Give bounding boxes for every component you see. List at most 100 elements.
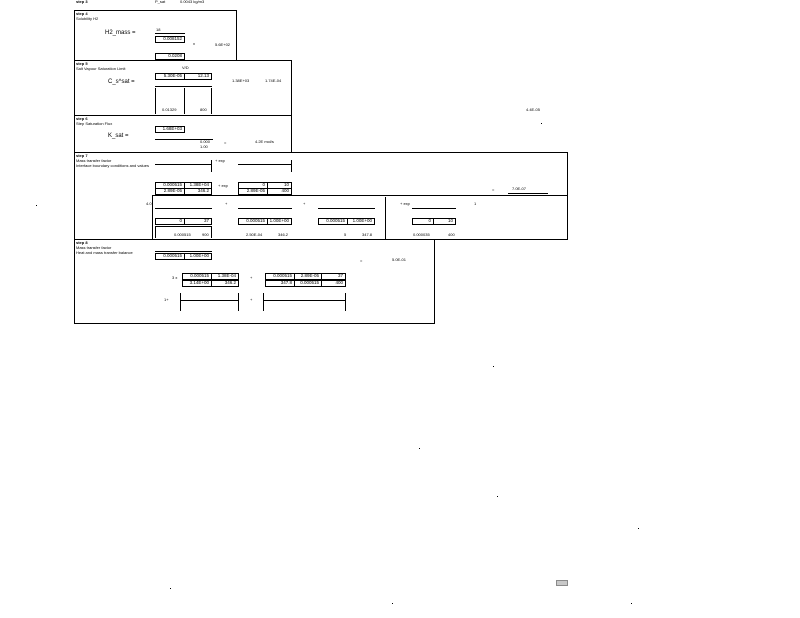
step5-label: step 5 bbox=[76, 61, 88, 66]
step7-equals: = bbox=[492, 187, 495, 192]
bracket-line bbox=[238, 293, 239, 311]
bracket-line bbox=[211, 160, 212, 172]
step4-note: x bbox=[193, 41, 195, 46]
step7-desc-2: Interface boundary conditions and values bbox=[76, 163, 149, 168]
step8-multiplier: 3 x bbox=[172, 275, 178, 280]
step5-mid-value: 1.38E+03 bbox=[232, 78, 250, 83]
dot bbox=[631, 603, 632, 604]
fraction-bar bbox=[508, 193, 548, 194]
row-divider bbox=[155, 226, 212, 227]
step7-row2-cell-7: 0 bbox=[412, 218, 434, 225]
step6-cell-2: 0.000 bbox=[200, 139, 211, 144]
step6-cell-3: 1.00 bbox=[200, 144, 208, 149]
fraction-bar bbox=[155, 33, 185, 34]
step7-op: + bbox=[225, 201, 228, 206]
step5-symbol: C_s^sat = bbox=[108, 79, 135, 85]
step8-box2-cell-c: 37 bbox=[321, 273, 346, 280]
step7-row2-cell-8: 10 bbox=[433, 218, 456, 225]
bracket-line bbox=[385, 197, 386, 240]
bracket-line bbox=[263, 293, 264, 311]
step4-symbol: H2_mass = bbox=[105, 30, 136, 36]
step7-row2-cell-2: 37 bbox=[184, 218, 212, 225]
bracket-line bbox=[155, 88, 156, 114]
step7-row2-cell-6: 1.00E+00 bbox=[347, 218, 375, 225]
fraction-bar bbox=[318, 208, 375, 209]
step8-box1-cell-c: 3.14E+00 bbox=[182, 280, 212, 287]
step7-cell-r2a: 2.89E-05 bbox=[155, 188, 185, 195]
step4-value-cell: 0.008152 bbox=[155, 36, 185, 43]
far-right-value: 4.4E-05 bbox=[526, 107, 541, 112]
dot bbox=[36, 205, 37, 206]
step6-cell-1: 1.68E+03 bbox=[155, 126, 185, 133]
step8-box2-cell-d: 347.8 bbox=[265, 280, 295, 287]
step8-box2-cell-b: 2.89E-05 bbox=[294, 273, 322, 280]
step7-exp: + exp bbox=[218, 183, 228, 188]
step5-bottom-value-2: 800 bbox=[200, 107, 207, 112]
step7-row3-cell-5: 5 bbox=[344, 232, 347, 237]
fraction-bar bbox=[155, 164, 212, 165]
step7-row3-cell-3: 2.50E-04 bbox=[246, 232, 263, 237]
step7-op: + bbox=[303, 201, 306, 206]
step5-cell-2: 12.13 bbox=[184, 73, 212, 80]
fraction-bar bbox=[155, 251, 212, 252]
step8-box1-cell-a: 0.000515 bbox=[182, 273, 212, 280]
step4-value-cell-2: 0.0208 bbox=[155, 53, 185, 60]
fraction-bar bbox=[238, 208, 292, 209]
step7-cell-m4: 400 bbox=[267, 188, 292, 195]
step7-op: + exp bbox=[400, 201, 410, 206]
fraction-bar bbox=[155, 208, 212, 209]
step6-desc: Step Saturation Flux bbox=[76, 121, 113, 126]
step8-desc-2: Heat and mass transfer balance bbox=[76, 250, 133, 255]
step4-label: step 4 bbox=[76, 11, 88, 16]
dot bbox=[638, 528, 639, 529]
dot bbox=[170, 588, 171, 589]
step5-cell-1: 5.30E-05 bbox=[155, 73, 185, 80]
header-step-label: step 3 bbox=[76, 0, 88, 4]
step7-desc-1: Mass transfer factor bbox=[76, 158, 112, 163]
step6-result: 4.2E mol/s bbox=[255, 139, 274, 144]
step7-row3-cell-4: 346.2 bbox=[278, 232, 289, 237]
step6-operator: = bbox=[224, 140, 227, 145]
step5-bottom-value-1: 0.01329 bbox=[162, 107, 177, 112]
step8-box1-cell-d: 346.2 bbox=[211, 280, 239, 287]
step5-desc: Salt Vapour Saturation Limit bbox=[76, 66, 126, 71]
logo bbox=[556, 580, 568, 586]
step7-row3-cell-1: 0.000515 bbox=[174, 232, 191, 237]
fraction-bar bbox=[263, 300, 345, 301]
fraction-bar bbox=[155, 139, 213, 140]
step4-result: 5.6E+02 bbox=[215, 42, 231, 47]
step5-top-label: V/D bbox=[182, 65, 189, 70]
bracket-line bbox=[291, 160, 292, 172]
step7-row3-cell-2: 900 bbox=[202, 232, 209, 237]
step5-result: 1.74E-04 bbox=[265, 78, 282, 83]
header-rhs: 0.0043 kg/m3 bbox=[180, 0, 205, 4]
step7-row3-cell-8: 400 bbox=[448, 232, 455, 237]
step7-row2-cell-1: 0 bbox=[155, 218, 185, 225]
step8-box2-cell-f: 400 bbox=[321, 280, 346, 287]
step8-panel bbox=[74, 239, 435, 324]
fraction-bar bbox=[180, 300, 238, 301]
step7-row2-cell-4: 1.00E+00 bbox=[267, 218, 292, 225]
bracket-line bbox=[184, 88, 185, 114]
step7-cell-m3: 2.89E-05 bbox=[238, 188, 268, 195]
fraction-bar bbox=[412, 208, 456, 209]
dot bbox=[392, 603, 393, 604]
bracket-line bbox=[345, 293, 346, 311]
step8-box1-cell-b: 1.38E-04 bbox=[211, 273, 239, 280]
bracket-line bbox=[180, 293, 181, 311]
step8-desc-1: Mass transfer factor bbox=[76, 245, 112, 250]
fraction-bar bbox=[155, 86, 212, 87]
step6-label: step 6 bbox=[76, 116, 88, 121]
step7-op: 1 bbox=[474, 201, 477, 206]
step7-x-value: 4.0 bbox=[146, 201, 152, 206]
dot bbox=[497, 496, 498, 497]
step8-op: + bbox=[250, 297, 253, 302]
step8-box2-cell-a: 0.000515 bbox=[265, 273, 295, 280]
step5-panel bbox=[74, 60, 292, 116]
bracket-line bbox=[155, 226, 156, 238]
bracket-line bbox=[211, 226, 212, 238]
step7-row3-cell-7: 0.000035 bbox=[413, 232, 430, 237]
dot bbox=[419, 448, 420, 449]
step8-equals: = bbox=[360, 258, 363, 263]
fraction-bar bbox=[238, 164, 292, 165]
